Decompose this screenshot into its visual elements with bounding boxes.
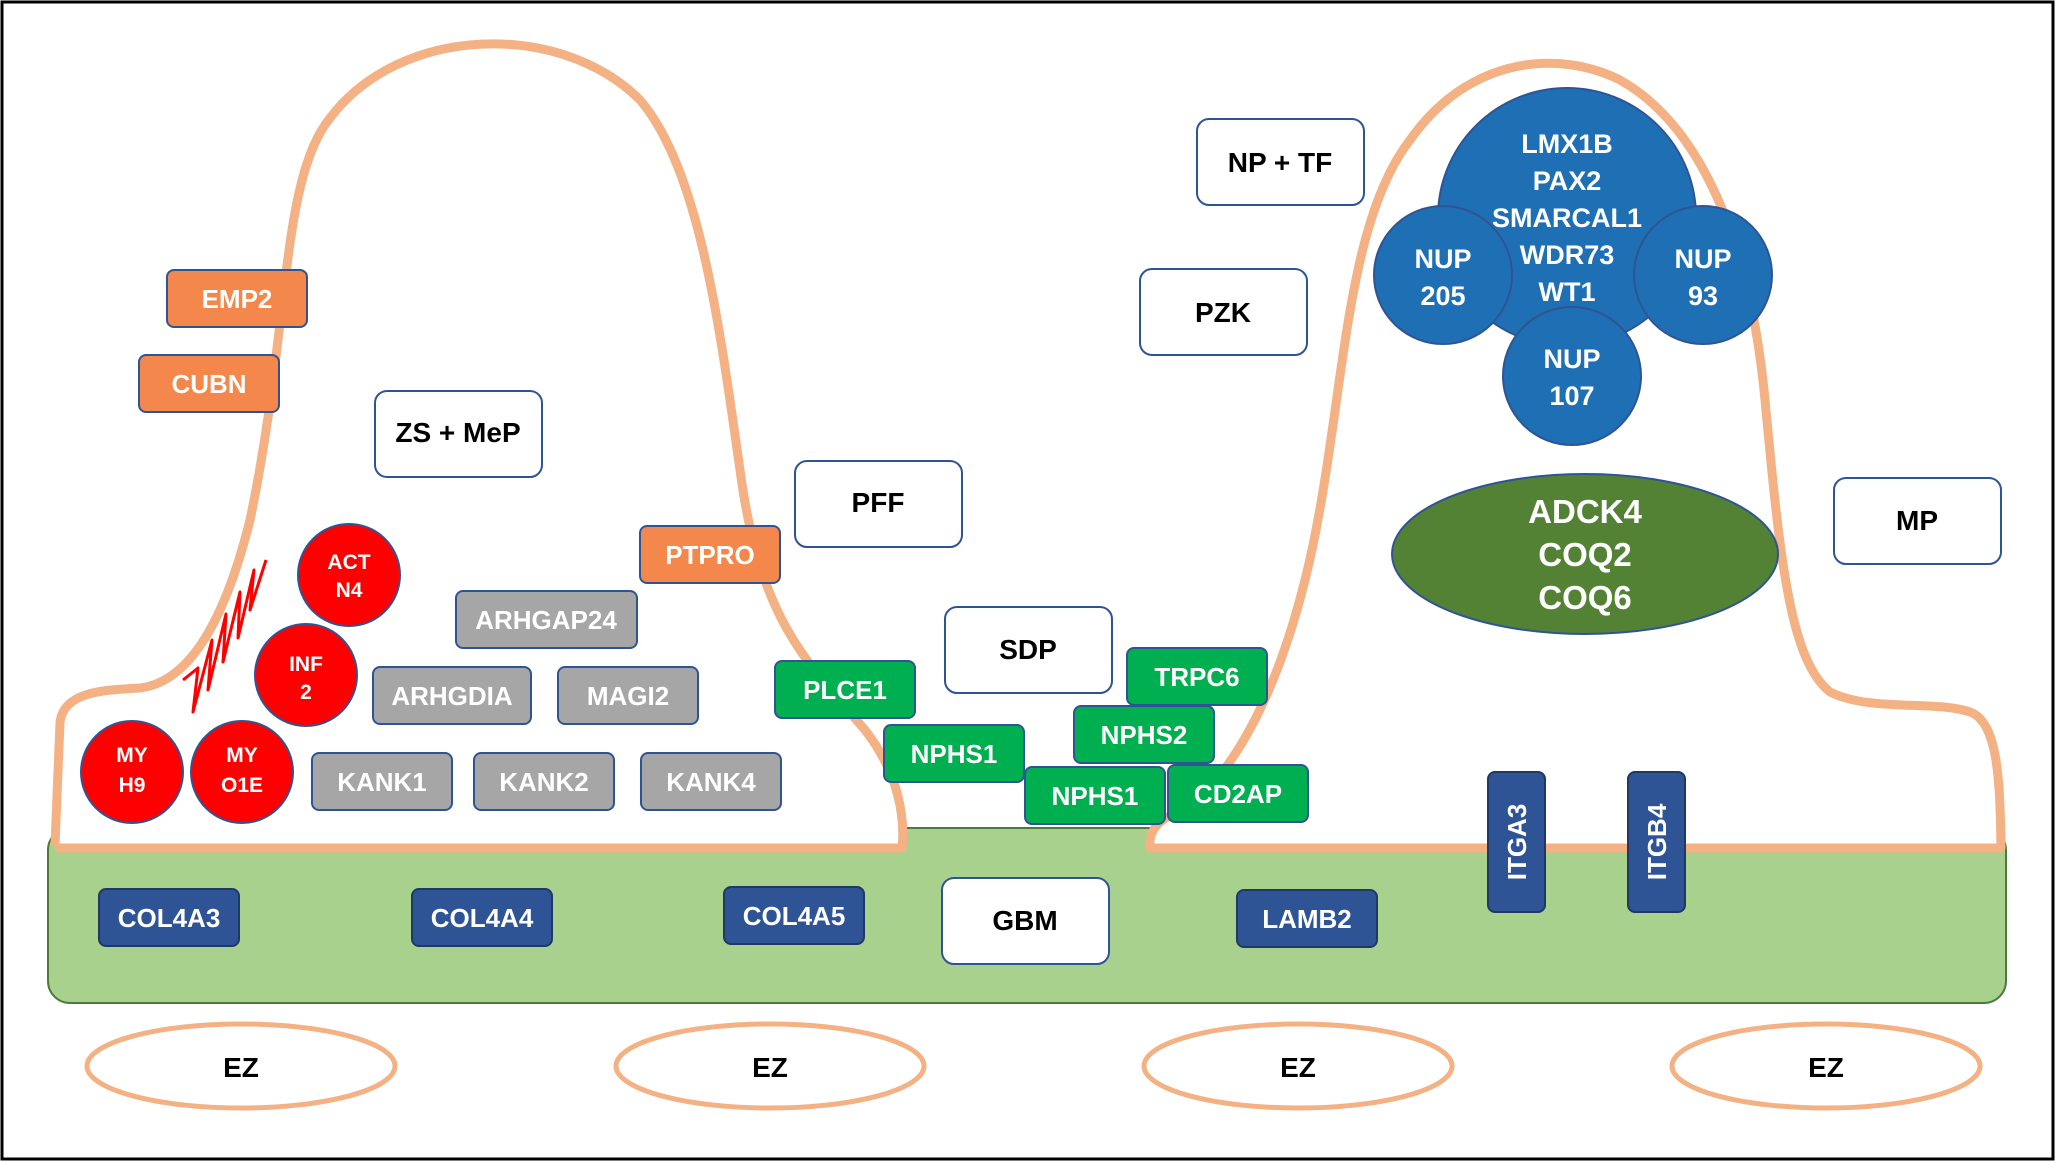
nuclear-cluster: LMX1B PAX2 SMARCAL1 WDR73 WT1 NUP 205 NU… [1373, 87, 1773, 446]
svg-text:TRPC6: TRPC6 [1154, 662, 1239, 692]
itga3-box: ITGA3 [1487, 771, 1546, 913]
svg-text:WDR73: WDR73 [1520, 240, 1615, 270]
kank1-box: KANK1 [311, 752, 453, 811]
sdp-label: SDP [944, 606, 1113, 694]
kank4-box: KANK4 [640, 752, 782, 811]
svg-text:LMX1B: LMX1B [1521, 129, 1613, 159]
zs-mep-label: ZS + MeP [374, 390, 543, 478]
nphs1-box-b: NPHS1 [1024, 766, 1166, 825]
svg-text:KANK4: KANK4 [666, 767, 756, 797]
svg-text:PZK: PZK [1195, 297, 1251, 328]
kank2-box: KANK2 [473, 752, 615, 811]
svg-text:CD2AP: CD2AP [1194, 779, 1282, 809]
svg-text:EZ: EZ [1808, 1052, 1844, 1083]
svg-text:COL4A4: COL4A4 [431, 903, 534, 933]
nphs1-box-a: NPHS1 [883, 724, 1025, 783]
svg-text:GBM: GBM [992, 905, 1057, 936]
nphs2-box: NPHS2 [1073, 705, 1215, 764]
cd2ap-box: CD2AP [1167, 764, 1309, 823]
col4a4-box: COL4A4 [411, 888, 553, 947]
svg-text:EZ: EZ [223, 1052, 259, 1083]
svg-text:MY: MY [116, 744, 148, 767]
mp-label: MP [1833, 477, 2002, 565]
myh9-circle: MY H9 [80, 720, 184, 824]
nup107-circle [1502, 306, 1642, 446]
svg-text:PLCE1: PLCE1 [803, 675, 887, 705]
col4a5-box: COL4A5 [723, 886, 865, 945]
svg-text:KANK2: KANK2 [499, 767, 589, 797]
svg-text:NPHS2: NPHS2 [1101, 720, 1188, 750]
svg-text:205: 205 [1420, 281, 1465, 311]
svg-text:H9: H9 [119, 774, 146, 797]
cubn-box: CUBN [138, 354, 280, 413]
lamb2-box: LAMB2 [1236, 889, 1378, 948]
svg-text:SMARCAL1: SMARCAL1 [1492, 203, 1642, 233]
svg-text:NUP: NUP [1414, 244, 1471, 274]
right-podocyte-outline [1145, 58, 2006, 853]
svg-text:CUBN: CUBN [171, 369, 246, 399]
inf2-circle: INF 2 [254, 623, 358, 727]
myo1e-circle: MY O1E [190, 720, 294, 824]
plce1-box: PLCE1 [774, 660, 916, 719]
svg-text:NPHS1: NPHS1 [911, 739, 998, 769]
svg-text:O1E: O1E [221, 774, 263, 797]
ez-ellipse-3: EZ [1141, 1021, 1455, 1111]
svg-text:NUP: NUP [1674, 244, 1731, 274]
pff-label: PFF [794, 460, 963, 548]
svg-text:WT1: WT1 [1539, 277, 1596, 307]
svg-text:INF: INF [289, 653, 323, 676]
mitochondria-ellipse: ADCK4 COQ2 COQ6 [1391, 473, 1779, 635]
trpc6-box: TRPC6 [1126, 647, 1268, 706]
np-tf-label: NP + TF [1196, 118, 1365, 206]
svg-text:PAX2: PAX2 [1533, 166, 1602, 196]
svg-text:PTPRO: PTPRO [665, 540, 755, 570]
svg-text:PFF: PFF [852, 487, 905, 518]
ptpro-box: PTPRO [639, 525, 781, 584]
svg-text:ITGA3: ITGA3 [1502, 804, 1532, 881]
svg-text:COL4A3: COL4A3 [118, 903, 221, 933]
svg-text:ITGB4: ITGB4 [1642, 803, 1672, 880]
actin-filament-icon [182, 559, 268, 714]
svg-text:ARHGAP24: ARHGAP24 [475, 605, 617, 635]
ez-ellipse-1: EZ [84, 1021, 398, 1111]
itgb4-box: ITGB4 [1627, 771, 1686, 913]
svg-text:EMP2: EMP2 [202, 284, 273, 314]
svg-text:SDP: SDP [999, 634, 1057, 665]
magi2-box: MAGI2 [557, 666, 699, 725]
nup205-circle [1373, 205, 1513, 345]
svg-text:COL4A5: COL4A5 [743, 901, 846, 931]
arhgdia-box: ARHGDIA [372, 666, 532, 725]
gbm-label: GBM [941, 877, 1110, 965]
col4a3-box: COL4A3 [98, 888, 240, 947]
ez-ellipse-2: EZ [613, 1021, 927, 1111]
pzk-label: PZK [1139, 268, 1308, 356]
svg-text:2: 2 [300, 681, 312, 704]
svg-text:ZS + MeP: ZS + MeP [395, 417, 520, 448]
emp2-box: EMP2 [166, 269, 308, 328]
svg-text:ARHGDIA: ARHGDIA [391, 681, 513, 711]
svg-text:LAMB2: LAMB2 [1262, 904, 1352, 934]
svg-text:KANK1: KANK1 [337, 767, 427, 797]
svg-text:MAGI2: MAGI2 [587, 681, 669, 711]
arhgap24-box: ARHGAP24 [455, 590, 638, 649]
svg-text:NUP: NUP [1543, 344, 1600, 374]
nup93-circle [1633, 205, 1773, 345]
svg-text:93: 93 [1688, 281, 1718, 311]
svg-text:N4: N4 [336, 579, 363, 602]
svg-text:107: 107 [1549, 381, 1594, 411]
svg-text:COQ2: COQ2 [1538, 536, 1632, 573]
svg-text:COQ6: COQ6 [1538, 579, 1632, 616]
svg-text:ACT: ACT [327, 551, 370, 574]
svg-text:MY: MY [226, 744, 258, 767]
ez-ellipse-4: EZ [1669, 1021, 1983, 1111]
svg-text:EZ: EZ [752, 1052, 788, 1083]
svg-text:ADCK4: ADCK4 [1528, 493, 1642, 530]
svg-text:NPHS1: NPHS1 [1052, 781, 1139, 811]
svg-text:EZ: EZ [1280, 1052, 1316, 1083]
actn4-circle: ACT N4 [297, 523, 401, 627]
svg-text:NP + TF: NP + TF [1228, 147, 1333, 178]
svg-text:MP: MP [1896, 505, 1938, 536]
